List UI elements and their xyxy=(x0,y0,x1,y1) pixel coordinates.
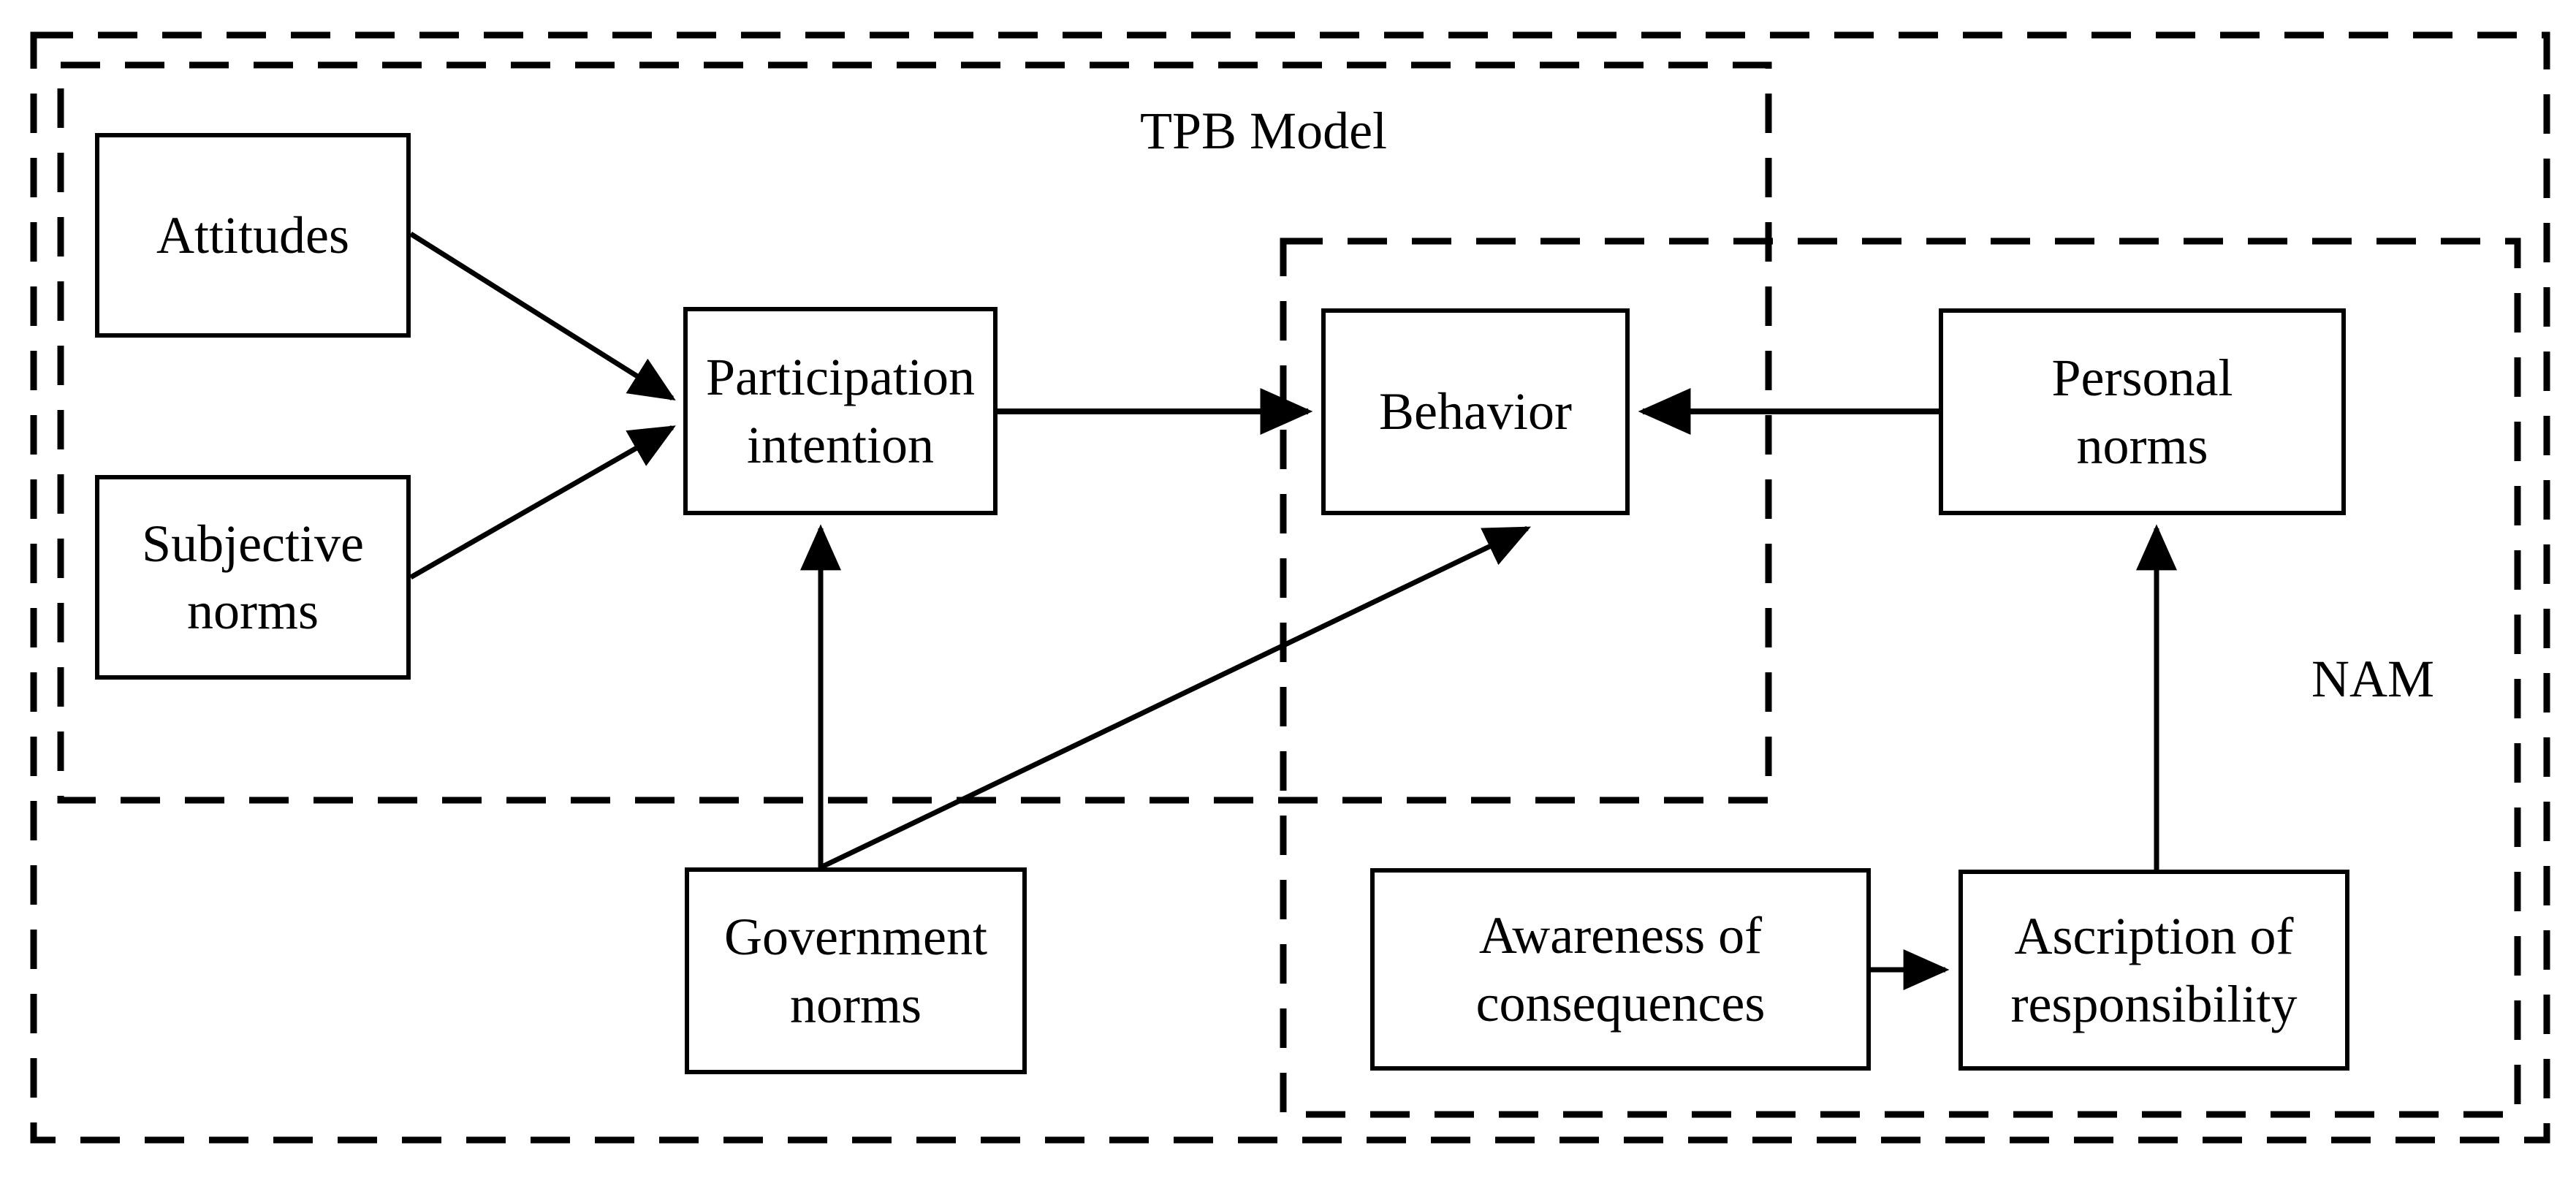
node-personal-norms[interactable]: Personal norms xyxy=(1939,308,2346,515)
group-border-tpb xyxy=(57,61,1772,804)
group-label-nam: NAM xyxy=(2311,650,2435,708)
node-subjective-norms[interactable]: Subjective norms xyxy=(95,475,411,680)
edge-subjective-to-participation xyxy=(409,425,676,580)
node-awareness-of-consequences[interactable]: Awareness of consequences xyxy=(1370,868,1871,1071)
edge-attitudes-to-participation xyxy=(409,232,676,400)
node-behavior[interactable]: Behavior xyxy=(1321,308,1630,515)
node-ascription-of-responsibility[interactable]: Ascription of responsibility xyxy=(1958,870,2349,1071)
node-government-norms[interactable]: Government norms xyxy=(685,867,1027,1074)
node-participation-intention[interactable]: Participation intention xyxy=(683,307,998,515)
group-border-nam xyxy=(1280,238,2521,1118)
edge-government-to-behavior xyxy=(819,525,1532,870)
group-label-tpb: TPB Model xyxy=(1140,102,1388,160)
node-attitudes[interactable]: Attitudes xyxy=(95,133,411,338)
group-border-outer xyxy=(30,31,2550,1144)
